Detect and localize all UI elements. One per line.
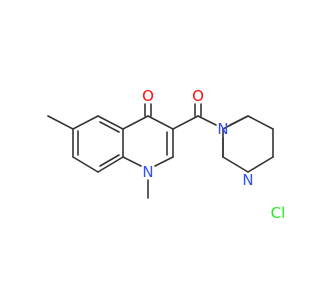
bond xyxy=(247,156,274,173)
bond xyxy=(122,115,149,130)
quinolone-nitrogen-label: N xyxy=(142,163,153,181)
bond xyxy=(47,115,74,130)
bond xyxy=(97,156,124,173)
atom-labels-layer: O O N N N Cl xyxy=(142,87,285,222)
bond xyxy=(222,115,249,130)
bond xyxy=(97,115,124,130)
chlorine-label: Cl xyxy=(271,204,286,222)
bonds-layer xyxy=(47,103,274,199)
amide-oxygen-label: O xyxy=(192,87,204,105)
bond xyxy=(197,115,217,126)
bond xyxy=(147,115,174,130)
bond xyxy=(72,156,99,173)
bond xyxy=(99,154,120,167)
bond xyxy=(154,156,174,167)
bond xyxy=(222,156,249,173)
amide-nitrogen-label: N xyxy=(217,120,228,138)
ring-oxygen-label: O xyxy=(142,87,154,105)
bond xyxy=(247,115,274,130)
molecule-structure-diagram: O O N N N Cl xyxy=(47,87,285,222)
bond xyxy=(72,115,99,130)
pyridine-nitrogen-label: N xyxy=(242,171,253,189)
bond xyxy=(122,156,142,167)
bond xyxy=(172,115,199,130)
bond xyxy=(99,121,120,133)
